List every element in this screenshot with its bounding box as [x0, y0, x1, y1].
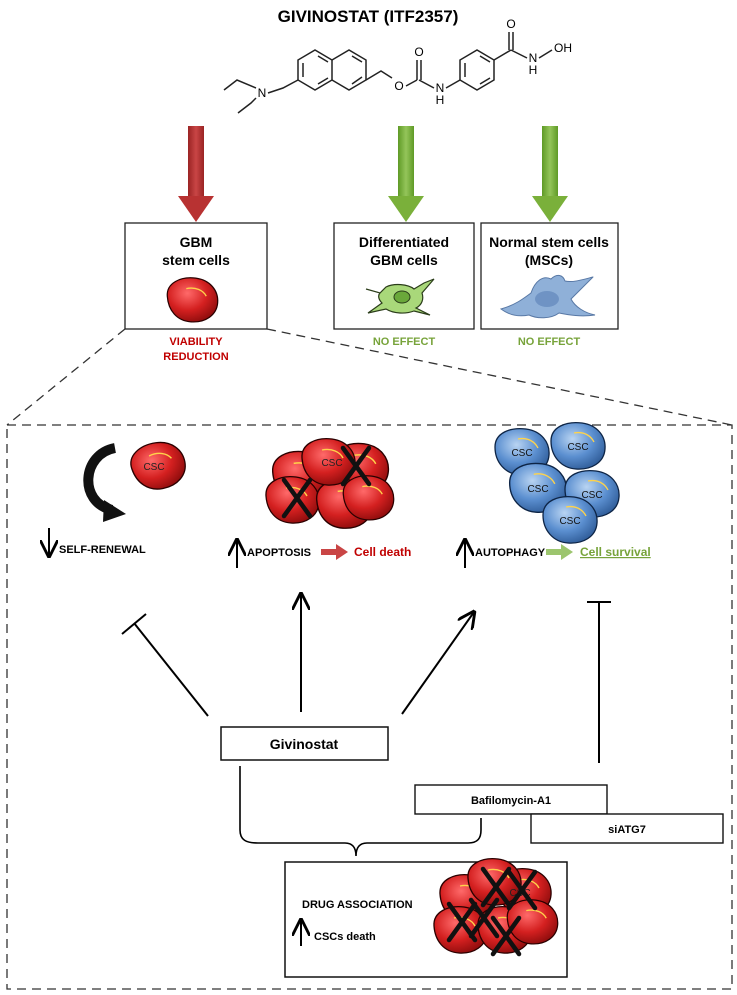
self-renewal-group: CSC SELF-RENEWAL	[49, 435, 191, 556]
atom-n: N	[258, 86, 267, 100]
self-renewal-csc-label: CSC	[143, 462, 164, 473]
svg-text:CSC: CSC	[567, 442, 588, 453]
gbm-stem-cells-label-1: GBM	[180, 234, 213, 250]
siatg7-label: siATG7	[608, 824, 646, 836]
gbm-stem-cells-label-2: stem cells	[162, 252, 230, 268]
inhibit-self-renewal-bar	[121, 613, 147, 635]
drug-association-label: DRUG ASSOCIATION	[302, 899, 413, 911]
differentiated-label-1: Differentiated	[359, 234, 449, 250]
differentiated-effect: NO EFFECT	[373, 336, 436, 348]
autophagy-group: CSC CSC CSC CSC CSC AUTOPHAGY Cell survi…	[465, 421, 651, 568]
atom-oh: OH	[554, 41, 572, 55]
bafilomycin-box: Bafilomycin-A1	[414, 784, 608, 815]
box-gbm-stem-cells: GBM stem cells	[124, 222, 268, 330]
diagram-title: GIVINOSTAT (ITF2357)	[278, 7, 459, 26]
atom-o-hydroxamic-carbonyl: O	[506, 17, 515, 31]
atom-nh2: N	[529, 51, 538, 65]
inhibit-self-renewal-line	[133, 622, 209, 717]
apoptosis-csc-label: CSC	[321, 458, 342, 469]
zoom-dashed-lines	[6, 328, 733, 990]
atom-h: H	[436, 93, 445, 107]
gbm-effect-line-2: REDUCTION	[163, 351, 228, 363]
givinostat-label: Givinostat	[270, 736, 339, 752]
atom-o-ester: O	[394, 79, 403, 93]
autophagy-to-survival-arrow	[546, 544, 573, 560]
normal-stem-cells-label-1: Normal stem cells	[489, 234, 609, 250]
autophagy-outcome: Cell survival	[580, 545, 651, 559]
apoptosis-group: CSC APOPTOSIS Cell death	[237, 437, 411, 568]
siatg7-box: siATG7	[530, 813, 724, 844]
molecule-atom-labels: N O O N H O N H OH	[258, 17, 572, 107]
differentiated-label-2: GBM cells	[370, 252, 438, 268]
differentiated-cell-icon	[365, 278, 435, 316]
svg-text:CSC: CSC	[581, 490, 602, 501]
givinostat-effect-lines	[121, 594, 611, 763]
bafilomycin-label: Bafilomycin-A1	[471, 795, 551, 807]
autophagy-csc-label: CSC	[511, 448, 532, 459]
apoptosis-to-death-arrow	[321, 544, 348, 560]
atom-nh: N	[436, 81, 445, 95]
apoptosis-label: APOPTOSIS	[247, 547, 311, 559]
csc-death-label: CSCs death	[314, 931, 376, 943]
box-differentiated-gbm: Differentiated GBM cells	[333, 222, 475, 330]
atom-h2: H	[529, 63, 538, 77]
svg-text:CSC: CSC	[527, 484, 548, 495]
givinostat-structure	[223, 32, 553, 114]
arrow-to-gbm-stem-cells	[178, 126, 214, 222]
box-normal-stem-cells: Normal stem cells (MSCs)	[480, 222, 619, 330]
autophagy-label: AUTOPHAGY	[475, 547, 546, 559]
normal-stem-cells-label-2: (MSCs)	[525, 252, 573, 268]
arrow-to-differentiated-gbm	[388, 126, 424, 222]
drug-association-brace	[239, 766, 482, 857]
normal-stem-cells-effect: NO EFFECT	[518, 336, 581, 348]
svg-text:CSC: CSC	[559, 516, 580, 527]
induce-autophagy-arrow	[401, 612, 474, 715]
gbm-effect-line-1: VIABILITY	[169, 336, 223, 348]
drug-association-box: DRUG ASSOCIATION CSCs death CSC	[284, 857, 568, 978]
self-renewal-loop-arrow	[83, 443, 117, 515]
atom-o-carbonyl: O	[414, 45, 423, 59]
apoptosis-outcome: Cell death	[354, 545, 411, 559]
givinostat-box: Givinostat	[220, 726, 389, 761]
self-renewal-label: SELF-RENEWAL	[59, 544, 146, 556]
msc-cell-icon	[499, 274, 596, 319]
arrow-to-normal-stem-cells	[532, 126, 568, 222]
gbm-stem-cell-icon	[166, 277, 219, 323]
